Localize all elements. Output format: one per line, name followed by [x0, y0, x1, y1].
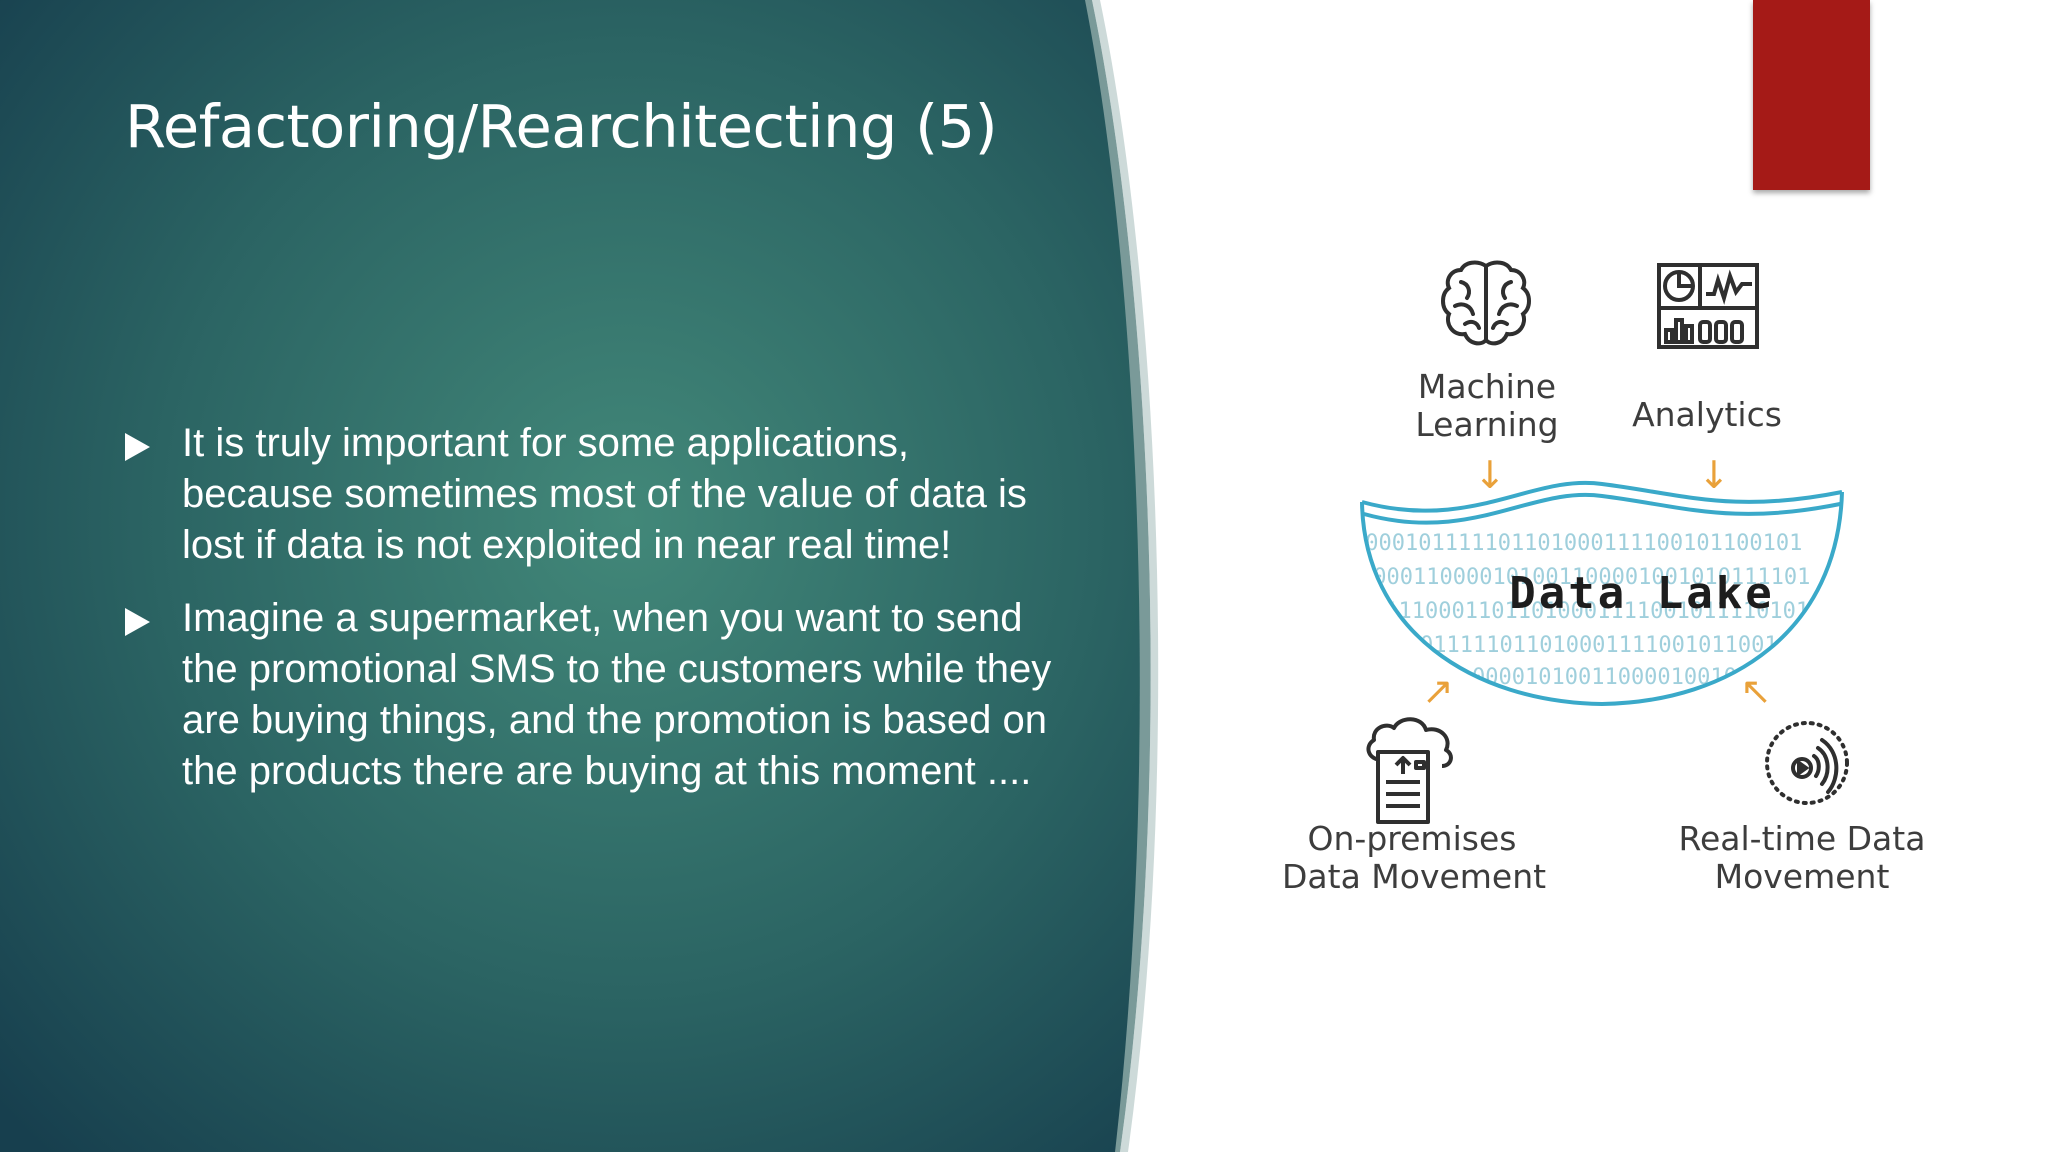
- arrow-up-left-icon: ↖: [1740, 669, 1772, 713]
- data-lake-label: Data Lake: [1509, 568, 1775, 619]
- brain-icon: [1441, 260, 1531, 346]
- bullet-text: Imagine a supermarket, when you want to …: [182, 596, 1052, 793]
- binary-row: 1000110000101001100001001010111101: [1360, 565, 1810, 590]
- bullet-text: It is truly important for some applicati…: [182, 421, 1027, 567]
- data-lake-bowl: 0000101111101101000111100101100101 10001…: [1352, 480, 1844, 707]
- binary-row: 0111110110100011110010110011: [1420, 633, 1791, 658]
- cloud-server-icon: [1366, 717, 1453, 824]
- bullet-item: It is truly important for some applicati…: [125, 418, 1060, 571]
- binary-row: 0000101111101101000111100101100101: [1352, 531, 1802, 556]
- red-accent-block: [1753, 0, 1870, 190]
- analytics-label: Analytics: [1632, 395, 1782, 434]
- arrow-down-icon: ↓: [1698, 453, 1730, 497]
- realtime-line1: Real-time Data: [1678, 819, 1926, 858]
- teal-panel: [0, 0, 1140, 1152]
- binary-row: 0111000110110100011110010111101010: [1372, 599, 1822, 624]
- realtime-label: Real-time Data Movement: [1672, 820, 1932, 896]
- machine-learning-line1: Machine: [1417, 367, 1557, 406]
- dashboard-icon: [1657, 263, 1759, 349]
- machine-learning-label: Machine Learning: [1412, 368, 1562, 444]
- bullet-item: Imagine a supermarket, when you want to …: [125, 593, 1060, 797]
- arrow-up-right-icon: ↗: [1422, 669, 1454, 713]
- slide-title: Refactoring/Rearchitecting (5): [125, 92, 998, 161]
- arrow-down-icon: ↓: [1474, 453, 1506, 497]
- realtime-line2: Movement: [1714, 857, 1890, 896]
- data-lake-diagram: Machine Learning Analytics ↓ ↓ 000010111…: [1232, 210, 1992, 930]
- bullet-list: It is truly important for some applicati…: [125, 418, 1060, 819]
- on-premises-line1: On-premises: [1307, 819, 1517, 858]
- on-premises-label: On-premises Data Movement: [1282, 819, 1546, 896]
- on-premises-line2: Data Movement: [1282, 857, 1547, 896]
- triangle-bullet-icon: [125, 608, 150, 636]
- triangle-bullet-icon: [125, 433, 150, 461]
- broadcast-icon: [1765, 721, 1849, 805]
- machine-learning-line2: Learning: [1415, 405, 1559, 444]
